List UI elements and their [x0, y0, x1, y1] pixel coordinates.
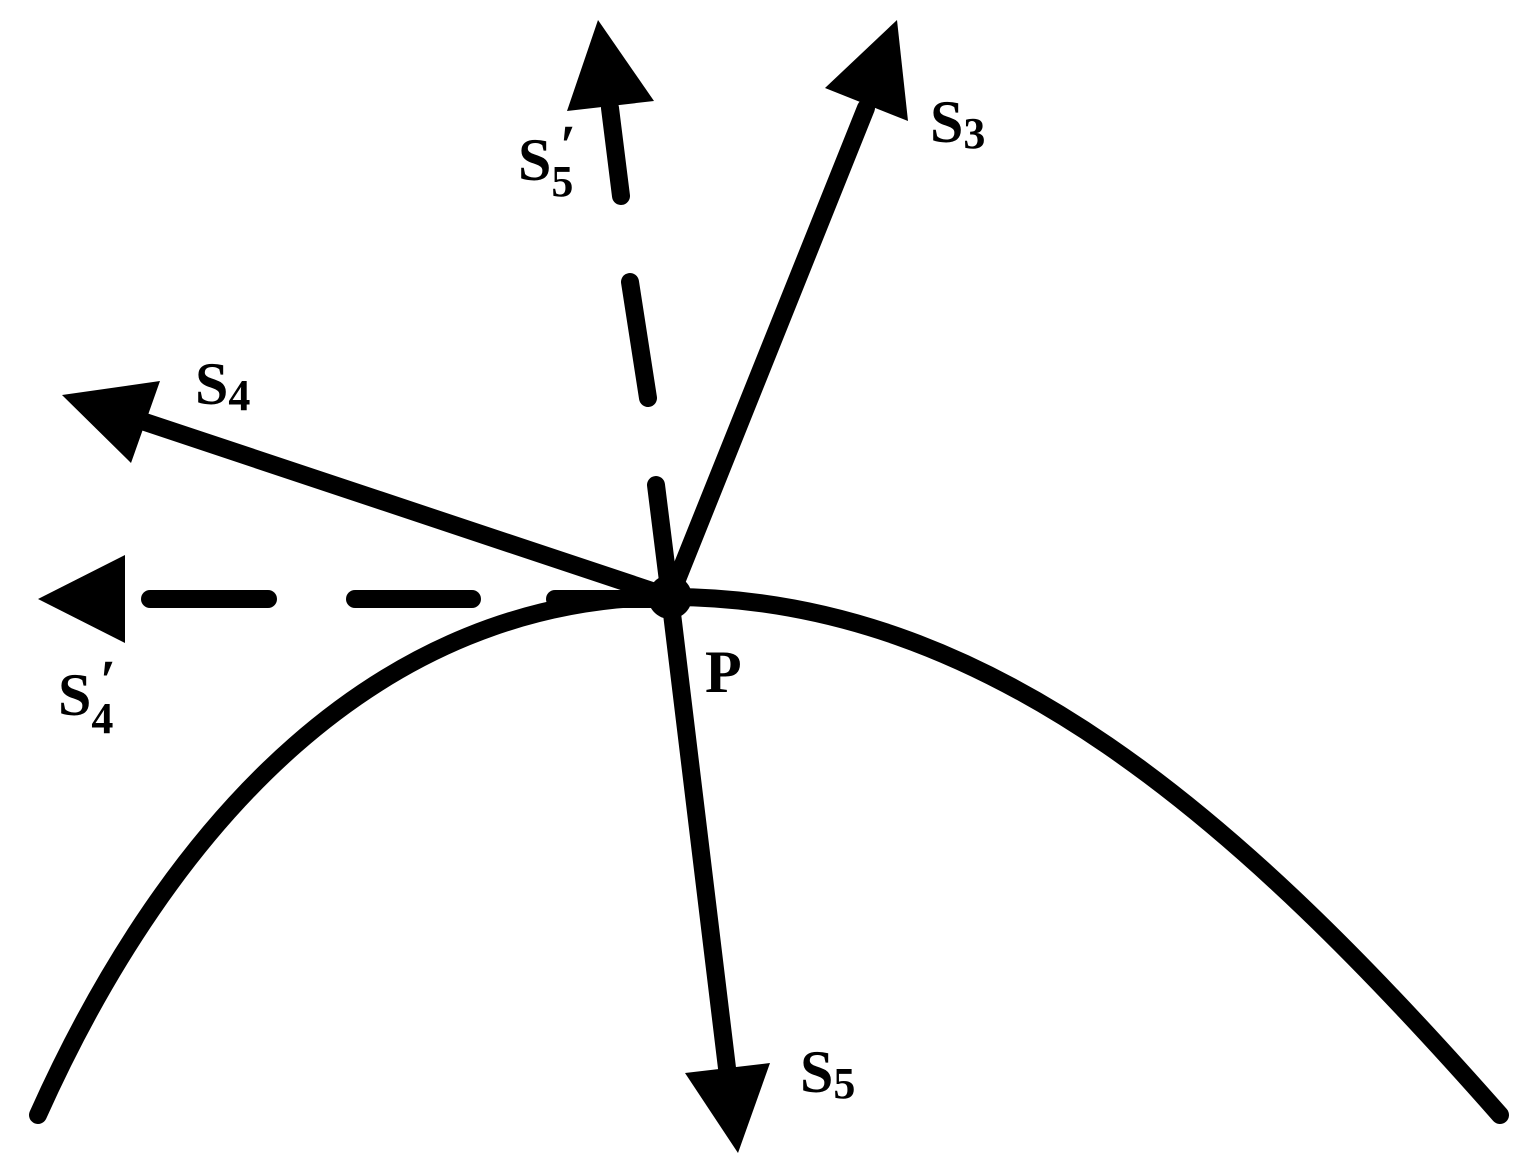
vector-s5-line: [661, 588, 736, 1077]
label-s4: S4: [195, 351, 250, 420]
vector-s3-line: [661, 99, 875, 606]
label-s5: S5: [800, 1039, 855, 1108]
vector-s5-prime-line: [601, 99, 679, 606]
curve: [29, 587, 1509, 1124]
label-s3: S3: [930, 89, 985, 158]
vector-s4-line: [136, 413, 679, 606]
point-p-dot: [648, 575, 692, 619]
label-s4-prime-mark: ′: [100, 648, 116, 713]
vector-s3-arrowhead: [825, 20, 908, 121]
vector-s4-arrowhead: [62, 381, 160, 463]
label-s5-prime-mark: ′: [560, 113, 576, 178]
label-point-p: P: [705, 639, 742, 705]
label-s4-prime: S4: [58, 662, 113, 743]
label-s5-prime: S5: [518, 127, 573, 206]
vector-s5-prime-arrowhead: [567, 20, 654, 111]
vector-s4-prime-arrowhead: [38, 555, 125, 643]
vector-s5-arrowhead: [685, 1063, 770, 1153]
